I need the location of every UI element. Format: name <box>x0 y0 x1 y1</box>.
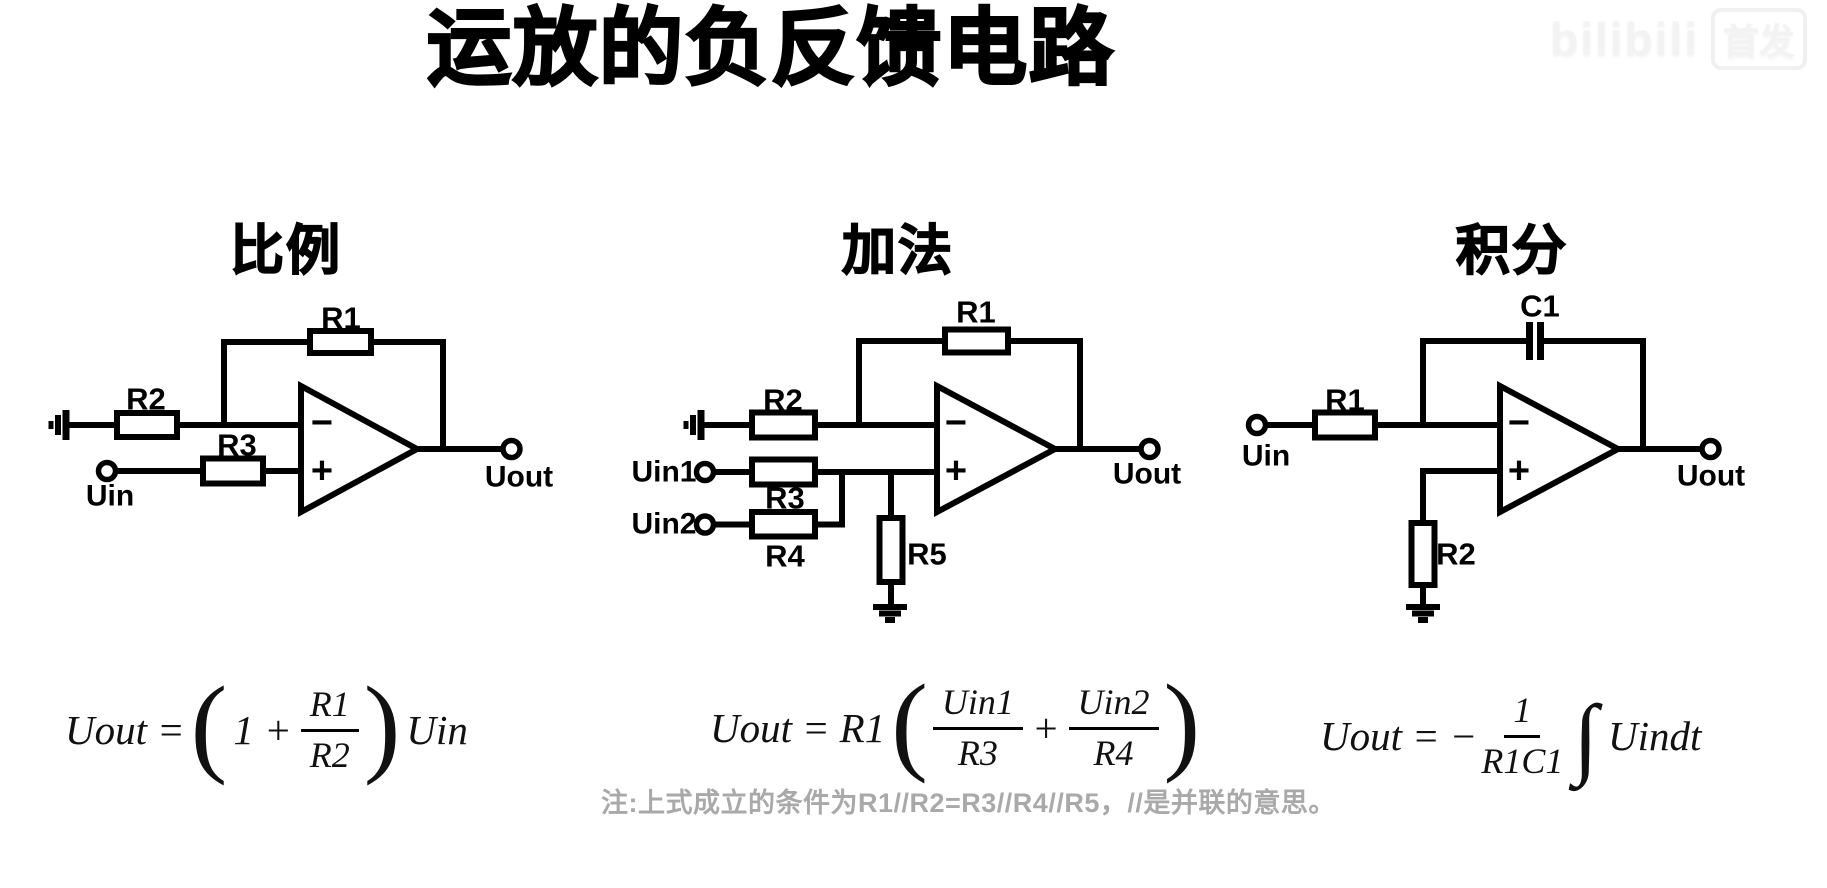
resistor-r2 <box>1408 520 1438 588</box>
feedback-wire <box>1544 338 1646 449</box>
label-uout: Uout <box>1113 458 1181 491</box>
label-uin1: Uin1 <box>631 456 696 489</box>
capacitor-c1 <box>1526 322 1544 360</box>
denominator: R1C1 <box>1481 740 1564 781</box>
noninverting-input-sign: + <box>311 450 333 492</box>
first-release-badge: 首发 <box>1710 8 1807 70</box>
formula-lhs: Uout <box>65 707 147 753</box>
formula-proportional: Uout = ( 1 + R1 R2 ) Uin <box>65 664 468 786</box>
formula-summing: Uout = R1 ( Uin1 R3 + Uin2 R4 ) <box>710 662 1201 784</box>
proportional-circuit: R1 R2 R3 Uin Uout − + <box>48 301 553 518</box>
section-title-integrator: 积分 <box>1455 221 1568 281</box>
ground-left-icon <box>683 410 705 440</box>
bilibili-logo: bilibili <box>1550 13 1699 65</box>
fraction-uin2-over-r4: Uin2 R4 <box>1068 682 1159 774</box>
resistor-r4 <box>749 509 818 540</box>
equals-sign: = <box>1412 713 1440 759</box>
numerator: R1 <box>300 684 359 732</box>
resistor-r2 <box>114 410 180 440</box>
footnote: 注:上式成立的条件为R1//R2=R3//R4//R5，//是并联的意思。 <box>601 788 1336 818</box>
inverting-input-sign: − <box>945 402 967 444</box>
denominator: R3 <box>957 732 998 773</box>
wire <box>815 472 845 528</box>
uin1-terminal <box>693 460 717 484</box>
inverting-input-sign: − <box>311 402 333 444</box>
feedback-wire <box>856 338 945 425</box>
ground-left-icon <box>48 410 70 440</box>
bilibili-watermark: bilibili 首发 <box>1550 8 1807 70</box>
label-r1: R1 <box>321 301 361 336</box>
fraction-1-over-r1c1: 1 R1C1 <box>1481 690 1563 782</box>
label-r4: R4 <box>765 539 805 574</box>
numerator: Uin1 <box>932 682 1023 730</box>
resistor-r1 <box>942 326 1011 356</box>
plus-sign: + <box>1031 705 1060 751</box>
feedback-wire <box>1420 338 1526 425</box>
uin-terminal <box>95 459 119 483</box>
uout-terminal <box>500 437 523 461</box>
formula-lhs: Uout <box>1320 713 1402 759</box>
uout-terminal <box>1138 437 1161 461</box>
formula-rhs: Uindt <box>1608 713 1702 759</box>
label-r2: R2 <box>126 382 166 417</box>
fraction-uin1-over-r3: Uin1 R3 <box>932 682 1023 774</box>
label-c1: C1 <box>1520 289 1560 324</box>
opamp-triangle <box>934 380 1062 518</box>
equals-sign: = <box>157 707 185 753</box>
denominator: R4 <box>1093 732 1134 773</box>
uin2-terminal <box>693 513 717 536</box>
opamp-triangle <box>298 380 424 518</box>
ground-down-icon <box>1406 604 1440 623</box>
label-r3: R3 <box>217 428 257 463</box>
feedback-wire <box>371 339 446 449</box>
wire <box>1420 468 1500 523</box>
label-r2: R2 <box>763 383 803 418</box>
equals-sign: = <box>802 705 830 751</box>
fraction-r1-over-r2: R1 R2 <box>300 684 359 776</box>
formula-lhs: Uout <box>710 705 792 751</box>
label-uout: Uout <box>1677 460 1745 493</box>
formula-integrator: Uout = − 1 R1C1 ∫ Uindt <box>1320 688 1702 787</box>
resistor-r3 <box>749 456 818 488</box>
section-title-summing: 加法 <box>841 221 954 281</box>
label-uin: Uin <box>1242 440 1290 473</box>
label-uout: Uout <box>485 461 553 494</box>
label-r1: R1 <box>956 295 996 330</box>
label-r3: R3 <box>765 481 805 516</box>
label-r5: R5 <box>907 537 947 572</box>
label-uin2: Uin2 <box>631 508 696 541</box>
integrator-circuit: C1 R1 R2 Uin Uout − + <box>1242 289 1745 623</box>
opamp-triangle <box>1497 380 1625 518</box>
summing-circuit: R1 R2 R3 R4 R5 Uin1 Uin2 Uout − + <box>631 295 1181 623</box>
coefficient: R1 <box>839 705 886 751</box>
uin-terminal <box>1245 413 1269 437</box>
label-uin: Uin <box>86 480 134 513</box>
formula-rhs: Uin <box>406 707 468 753</box>
label-r2: R2 <box>1436 537 1476 572</box>
resistor-r1 <box>1312 409 1378 441</box>
page-title: 运放的负反馈电路 <box>426 0 1116 95</box>
section-title-proportional: 比例 <box>229 221 342 281</box>
numerator: 1 <box>1504 690 1541 738</box>
denominator: R2 <box>309 734 350 775</box>
inverting-input-sign: − <box>1508 402 1530 444</box>
noninverting-input-sign: + <box>1508 450 1530 492</box>
minus-sign: − <box>1449 713 1478 759</box>
noninverting-input-sign: + <box>945 450 967 492</box>
feedback-wire <box>221 339 310 425</box>
uout-terminal <box>1699 437 1722 461</box>
ground-down-icon <box>873 604 907 623</box>
feedback-wire <box>1008 338 1083 449</box>
resistor-r5 <box>876 515 906 585</box>
numerator: Uin2 <box>1068 682 1159 730</box>
label-r1: R1 <box>1325 383 1365 418</box>
one-plus-term: 1 + <box>233 707 292 753</box>
